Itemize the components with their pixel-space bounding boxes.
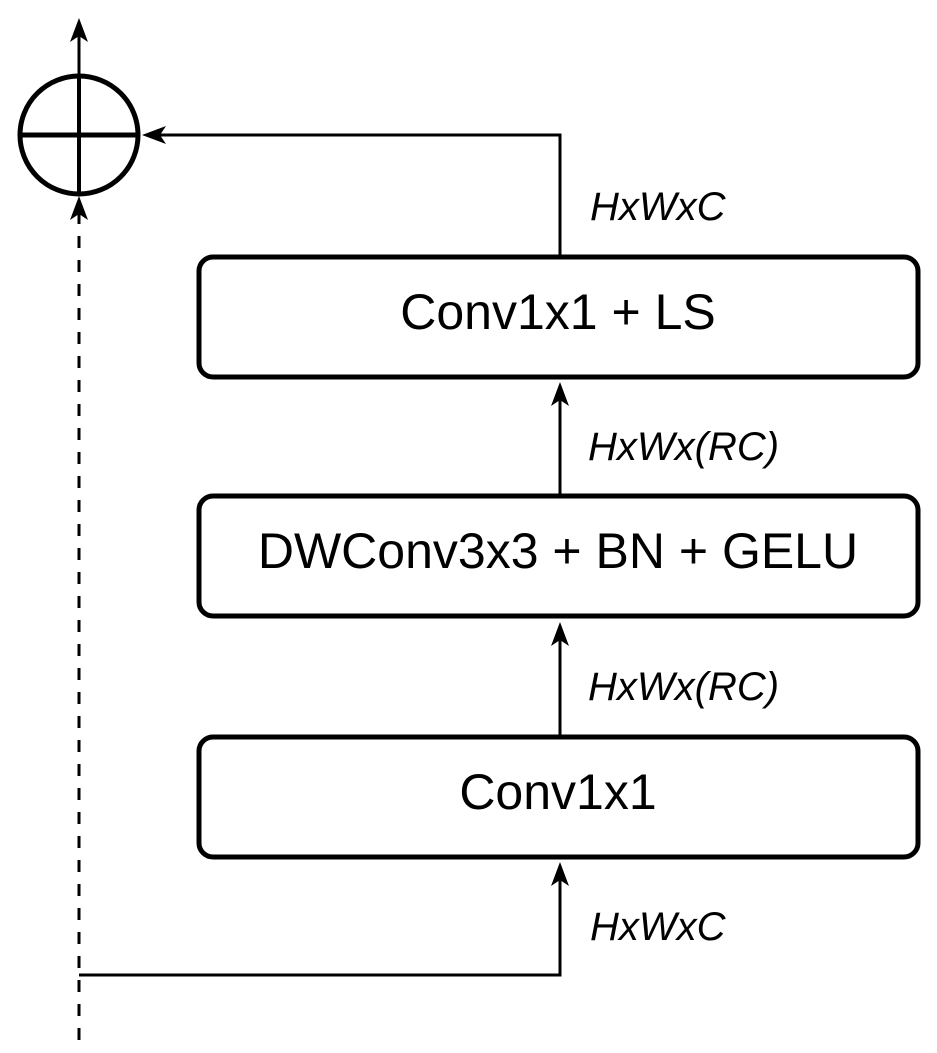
block-conv1x1-ls: Conv1x1 + LS xyxy=(196,254,921,380)
arrowhead-into-conv1x1 xyxy=(551,862,569,886)
block-conv1x1: Conv1x1 xyxy=(196,734,921,860)
sum-node-icon xyxy=(17,73,141,197)
block-label: Conv1x1 + LS xyxy=(400,284,715,340)
arrowhead-into-dwconv xyxy=(551,622,569,646)
block-label: Conv1x1 xyxy=(459,764,656,820)
block-dwconv: DWConv3x3 + BN + GELU xyxy=(196,493,921,619)
block-label: DWConv3x3 + BN + GELU xyxy=(258,523,858,579)
edge-label-after-dwconv: HxWx(RC) xyxy=(588,425,779,469)
skip-arrowhead xyxy=(70,196,88,220)
edge-label-after-conv1x1: HxWx(RC) xyxy=(588,665,779,709)
arrowhead-into-conv-ls xyxy=(551,382,569,406)
arrowhead-into-sum xyxy=(142,126,166,144)
edge-label-input: HxWxC xyxy=(590,905,727,949)
input-branch-line xyxy=(79,880,562,977)
edge-label-output: HxWxC xyxy=(590,185,727,229)
output-arrowhead xyxy=(70,18,88,42)
output-branch-line xyxy=(160,133,562,257)
